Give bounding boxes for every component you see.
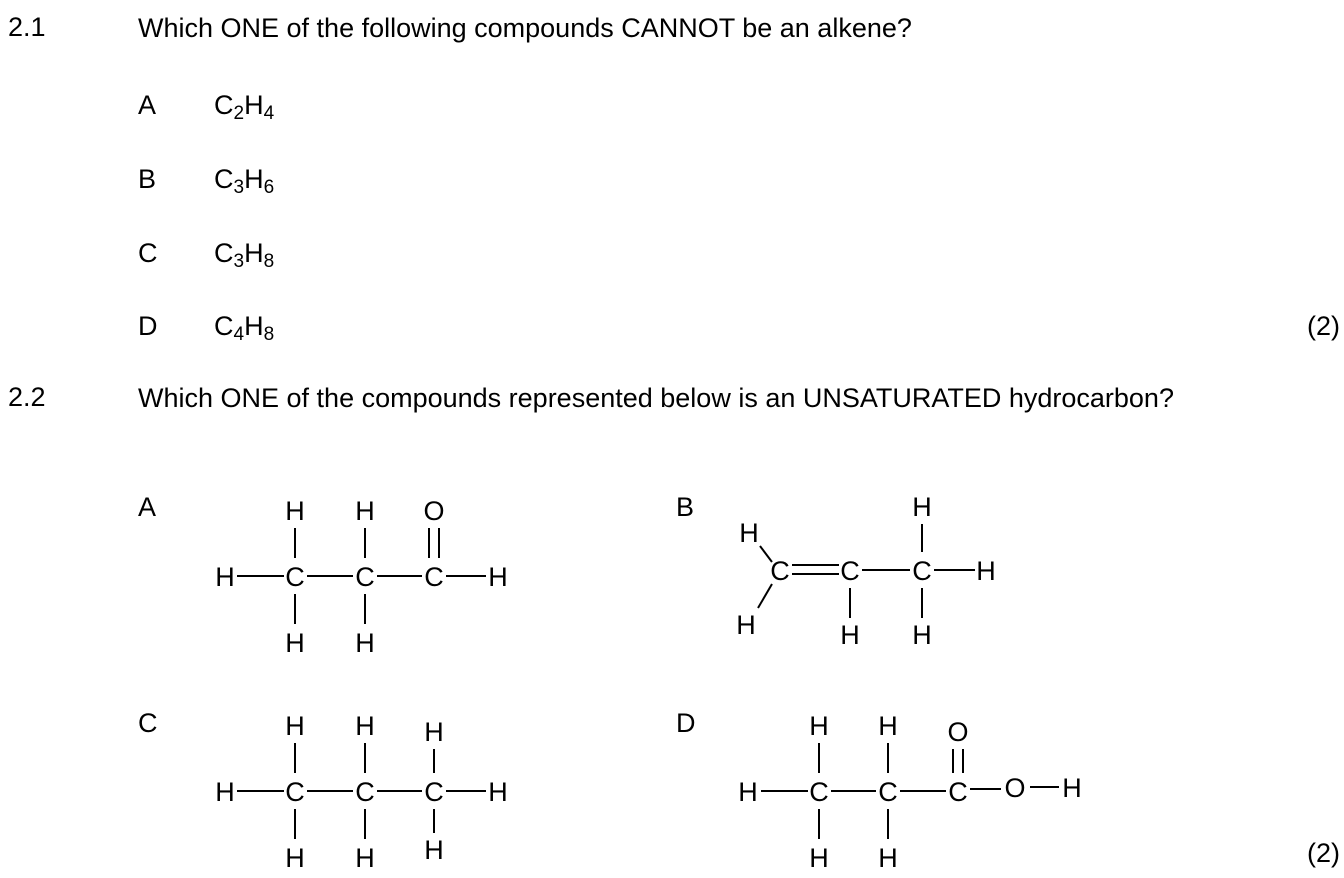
chemical-formula: C3H8 <box>214 238 274 272</box>
bond-lines <box>761 743 1059 839</box>
option-letter: D <box>676 708 696 738</box>
atom-count: 3 <box>233 177 245 198</box>
atom-label: H <box>1062 773 1082 803</box>
bond-lines <box>237 528 486 624</box>
atom-label: C <box>355 562 375 592</box>
atom-label: C <box>770 556 790 586</box>
element-symbol: H <box>244 311 264 341</box>
atom-label: C <box>424 777 444 807</box>
element-symbol: H <box>244 90 264 120</box>
atom-label: O <box>1004 773 1025 803</box>
atom-label: H <box>488 562 508 592</box>
chemical-formula: C4H8 <box>214 311 274 345</box>
element-symbol: C <box>214 90 234 120</box>
atom-label: H <box>739 518 759 548</box>
atom-label: C <box>355 777 375 807</box>
option-letter: B <box>138 164 157 194</box>
question-number: 2.2 <box>8 382 46 412</box>
atom-count: 4 <box>233 324 245 345</box>
option-letter: D <box>138 311 158 341</box>
mark-allocation: (2) <box>1307 838 1340 868</box>
option-letter: A <box>138 90 157 120</box>
option-letter: C <box>138 238 158 268</box>
atom-label: C <box>285 777 305 807</box>
atom-count: 8 <box>263 251 275 272</box>
atom-label: O <box>947 717 968 747</box>
atom-label: H <box>285 711 305 741</box>
structural-formula-b: H H C C C H H H H <box>736 492 996 650</box>
atom-label: H <box>355 843 375 873</box>
option-letter: A <box>138 492 157 522</box>
question-number: 2.1 <box>8 12 46 42</box>
atom-label: H <box>215 777 235 807</box>
atom-label: H <box>912 620 932 650</box>
chemical-formula: C2H4 <box>214 90 274 124</box>
atom-label: H <box>488 777 508 807</box>
atom-label: H <box>285 496 305 526</box>
bond-lines <box>237 743 486 839</box>
atom-label: H <box>285 628 305 658</box>
atom-label: H <box>285 843 305 873</box>
atom-label: C <box>840 556 860 586</box>
atom-label: C <box>948 777 968 807</box>
question-text: Which ONE of the following compounds CAN… <box>138 13 912 43</box>
element-symbol: H <box>244 164 264 194</box>
element-symbol: C <box>214 311 234 341</box>
mark-allocation: (2) <box>1307 311 1340 341</box>
atom-label: H <box>809 843 829 873</box>
atom-label: H <box>355 628 375 658</box>
atom-count: 4 <box>263 103 275 124</box>
element-symbol: H <box>244 238 264 268</box>
atom-label: H <box>738 777 758 807</box>
atom-label: H <box>424 835 444 865</box>
atom-label: O <box>423 496 444 526</box>
option-letter: B <box>676 492 695 522</box>
atom-label: H <box>355 711 375 741</box>
atom-label: C <box>285 562 305 592</box>
atom-count: 8 <box>263 324 275 345</box>
option-letter: C <box>138 708 158 738</box>
atom-label: H <box>878 711 898 741</box>
structural-formula-d: H H O H C C C O H H H <box>738 711 1082 873</box>
atom-label: C <box>912 556 932 586</box>
atom-label: C <box>809 777 829 807</box>
element-symbol: C <box>214 164 234 194</box>
atom-label: H <box>736 610 756 640</box>
atom-count: 2 <box>233 103 245 124</box>
question-text: Which ONE of the compounds represented b… <box>138 383 1174 413</box>
element-symbol: C <box>214 238 234 268</box>
atom-count: 3 <box>233 251 245 272</box>
atom-label: H <box>809 711 829 741</box>
atom-label: C <box>878 777 898 807</box>
atom-label: H <box>976 556 996 586</box>
bond-lines <box>757 524 975 618</box>
structural-formula-c: H H H H C C C H H H H <box>215 711 508 873</box>
atom-label: H <box>912 492 932 522</box>
atom-label: H <box>878 843 898 873</box>
atom-label: H <box>840 620 860 650</box>
chemical-formula: C3H6 <box>214 164 274 198</box>
atom-label: C <box>424 562 444 592</box>
structural-formula-a: H H O H C C C H H H <box>215 496 508 658</box>
atom-count: 6 <box>263 177 275 198</box>
atom-label: H <box>424 717 444 747</box>
atom-label: H <box>215 562 235 592</box>
atom-label: H <box>355 496 375 526</box>
